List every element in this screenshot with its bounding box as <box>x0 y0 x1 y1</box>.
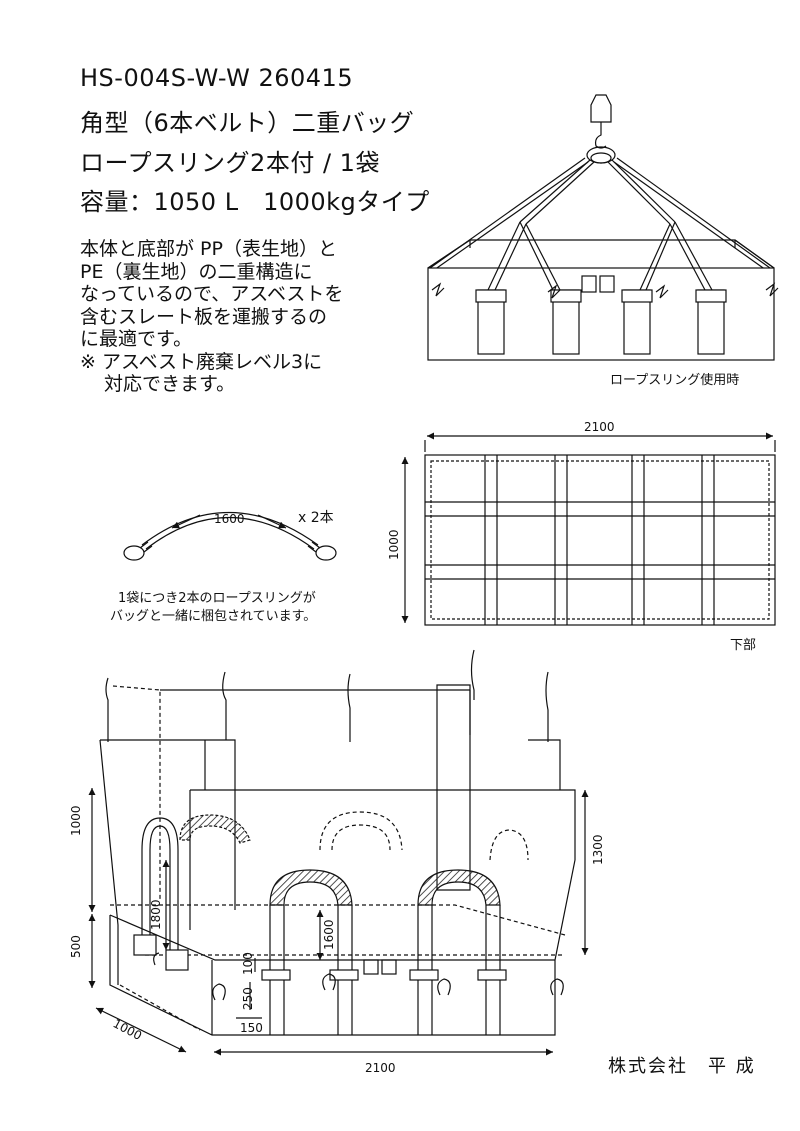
product-capacity: 容量：1050 L 1000kgタイプ <box>80 188 430 216</box>
desc-line: なっているので、アスベストを <box>80 283 344 305</box>
iso-dim-1300: 1300 <box>591 834 605 865</box>
iso-dim-depth: 1000 <box>111 1016 145 1043</box>
bottom-view-caption: 下部 <box>730 638 756 653</box>
iso-dim-500: 500 <box>69 935 83 958</box>
iso-dim-250: 250 <box>241 987 255 1010</box>
rope-length-label: 1600 <box>214 512 245 526</box>
rope-diagram <box>123 512 337 561</box>
rope-sling-diagram <box>427 94 779 361</box>
product-accessory: ロープスリング2本付 / 1袋 <box>80 149 380 177</box>
isometric-diagram <box>88 649 589 1056</box>
company-name: 株式会社 平 成 <box>608 1056 756 1077</box>
iso-dim-1000-left: 1000 <box>69 805 83 836</box>
bottom-height-label: 1000 <box>387 529 401 560</box>
rope-caption-2: バッグと一緒に梱包されています。 <box>110 609 316 624</box>
desc-line: ※ アスベスト廃棄レベル3に <box>80 350 323 373</box>
iso-dim-width: 2100 <box>365 1061 396 1075</box>
model-number: HS-004S-W-W 260415 <box>80 64 354 92</box>
desc-line: 本体と底部が PP（表生地）と <box>80 238 337 260</box>
iso-dim-100: 100 <box>241 952 255 975</box>
iso-dim-1600: 1600 <box>322 919 336 950</box>
rope-caption-1: 1袋につき2本のロープスリングが <box>118 591 316 606</box>
product-type: 角型（6本ベルト）二重バッグ <box>80 109 415 137</box>
desc-line: 含むスレート板を運搬するの <box>80 305 328 328</box>
desc-line-indent: 対応できます。 <box>104 373 236 395</box>
desc-line: PE（裏生地）の二重構造に <box>80 260 313 283</box>
iso-dim-1800: 1800 <box>149 899 163 930</box>
rope-sling-caption: ロープスリング使用時 <box>610 372 739 388</box>
description: 本体と底部が PP（表生地）と PE（裏生地）の二重構造に なっているので、アス… <box>80 238 343 396</box>
bottom-width-label: 2100 <box>584 420 615 434</box>
iso-dim-150: 150 <box>240 1021 263 1035</box>
bottom-view-diagram <box>401 432 776 626</box>
rope-count-label: x 2本 <box>298 510 334 526</box>
desc-line: に最適です。 <box>80 328 193 350</box>
